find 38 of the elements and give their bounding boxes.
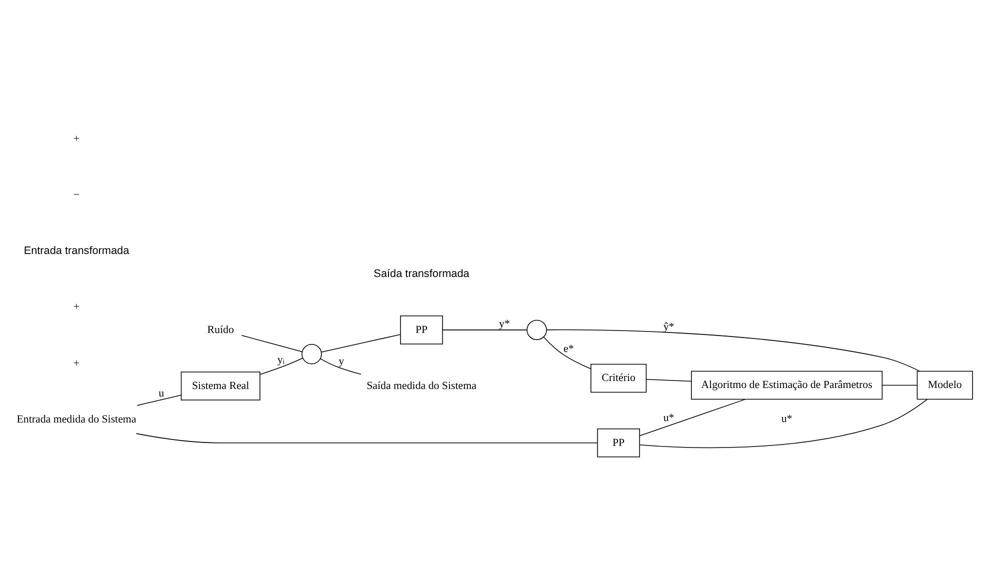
label: − <box>73 188 80 201</box>
node-text: Ruído <box>207 323 234 336</box>
label: Entrada transformada <box>24 244 130 257</box>
label: + <box>73 132 80 145</box>
node-text: Entrada medida do Sistema <box>16 412 136 425</box>
edge-label: e* <box>564 342 574 354</box>
connector <box>260 357 303 374</box>
label: + <box>73 356 80 369</box>
connector <box>320 334 401 352</box>
edge-label: u* <box>663 412 674 424</box>
node-box: Critério <box>590 363 647 392</box>
connector <box>543 336 592 369</box>
node-box: Algoritmo de Estimação de Parâmetros <box>690 370 883 400</box>
connector <box>882 384 918 386</box>
node-box: PP <box>597 428 640 457</box>
edge-label: y* <box>499 317 510 330</box>
connector <box>320 358 362 374</box>
label: Saída transformada <box>374 267 470 280</box>
connector <box>639 398 928 448</box>
edge-label: u* <box>781 412 792 424</box>
edge-label: ŷ* <box>663 320 674 333</box>
connector <box>136 432 598 443</box>
node-text: Saída medida do Sistema <box>366 379 476 392</box>
connector <box>442 329 528 330</box>
connector <box>546 328 920 372</box>
connector <box>646 378 692 382</box>
node-circle <box>302 343 322 364</box>
node-box: Modelo <box>916 370 973 400</box>
node-box: PP <box>400 315 443 344</box>
connector <box>136 394 182 406</box>
label: + <box>73 300 80 313</box>
connector <box>241 334 302 352</box>
edge-label: y <box>338 354 344 367</box>
node-box: Sistema Real <box>180 371 260 400</box>
node-circle <box>526 319 547 340</box>
edge-label: u <box>158 386 164 399</box>
connector <box>639 398 746 436</box>
edge-label: yᵢ <box>277 353 285 366</box>
